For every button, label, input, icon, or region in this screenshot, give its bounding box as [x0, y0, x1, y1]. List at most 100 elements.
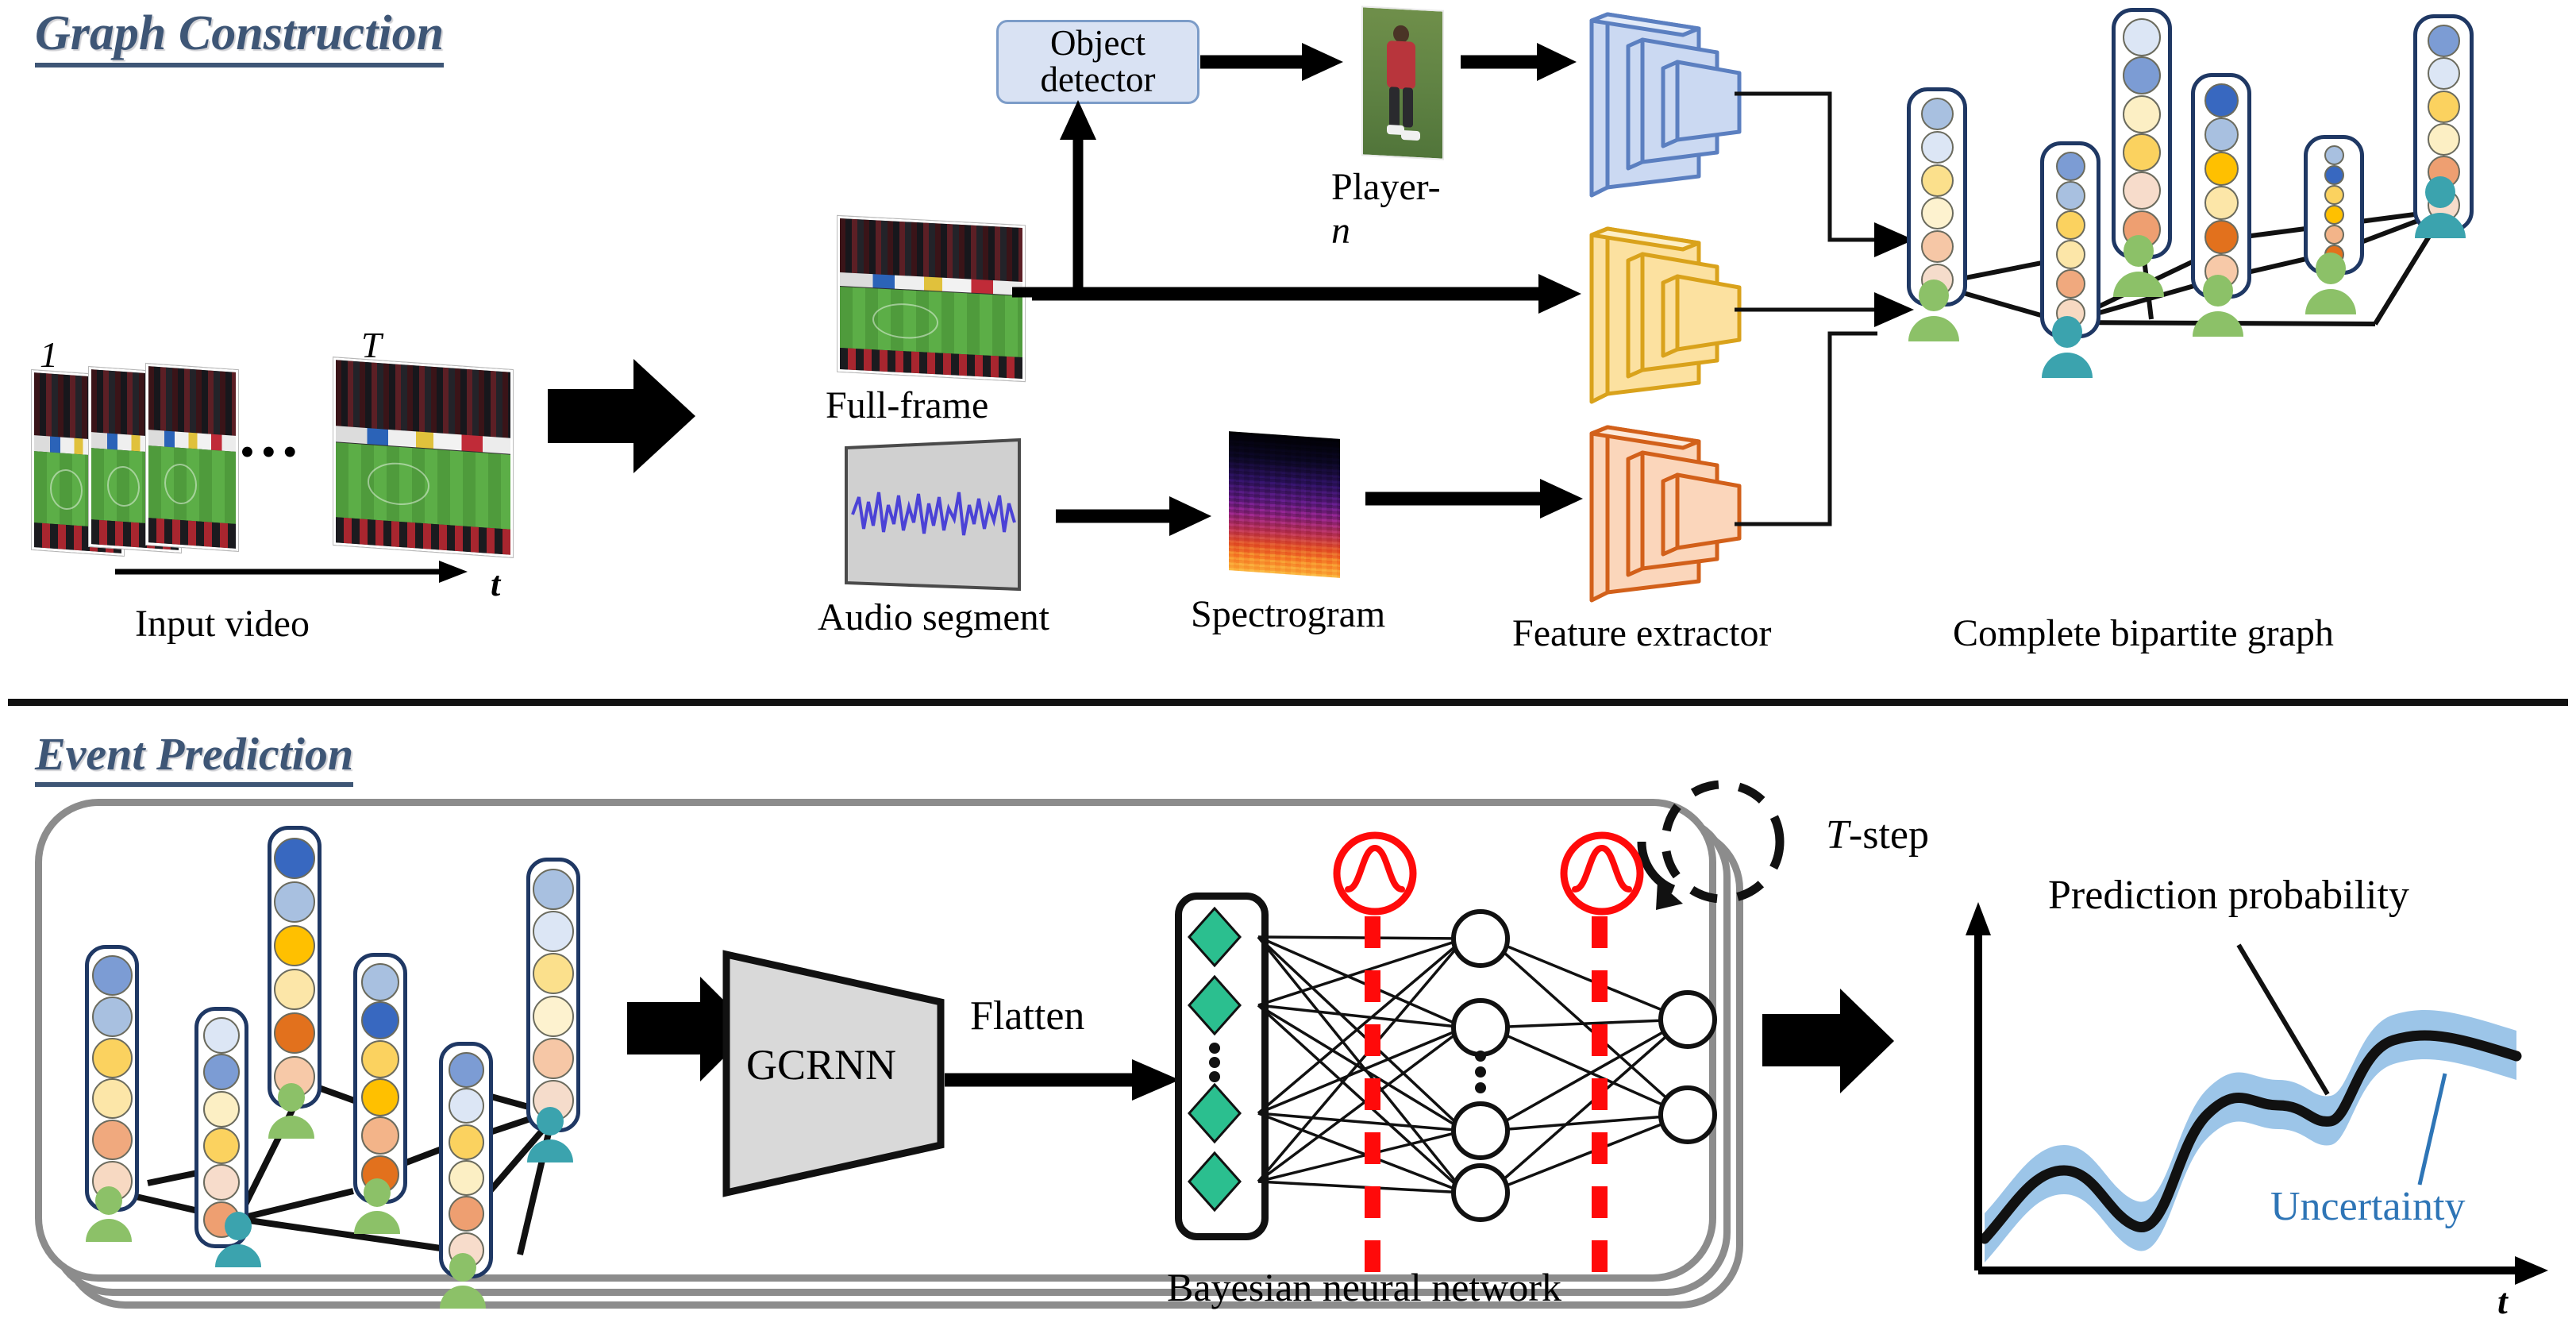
node-vector-1[interactable] — [1907, 87, 1967, 307]
video-frame-3 — [146, 363, 238, 552]
node-feature-dot — [91, 1119, 133, 1160]
feature-extractor-label: Feature extractor — [1512, 612, 1772, 654]
node-vector-4[interactable] — [2191, 73, 2251, 299]
node-feature-dot — [2427, 25, 2460, 58]
node-feature-dot — [1920, 130, 1954, 164]
person-icon-teal-2 — [2415, 176, 2466, 238]
node-feature-dot — [203, 1054, 240, 1091]
arrow-player-to-cnn-blue — [1461, 43, 1577, 81]
node-feature-dot — [2055, 240, 2085, 269]
node-feature-dot — [2427, 123, 2460, 156]
arrow-detector-to-player — [1200, 43, 1343, 81]
node-feature-dot — [2123, 56, 2161, 95]
arrow-flatten — [945, 1059, 1180, 1101]
node-feature-dot — [2055, 181, 2085, 210]
node-vector-5[interactable] — [2304, 135, 2364, 275]
event-node-vector-2[interactable] — [194, 1007, 248, 1248]
section-divider — [8, 699, 2568, 706]
player-crop-image — [1361, 6, 1444, 160]
node-feature-dot — [361, 1001, 399, 1040]
cnn-orange-icon — [1589, 425, 1742, 603]
full-frame-image — [837, 215, 1025, 382]
event-person-icon-green-2 — [268, 1083, 314, 1139]
cnn-blue-icon — [1589, 12, 1742, 198]
event-node-vector-5[interactable] — [439, 1042, 493, 1278]
event-person-icon-green-1 — [86, 1186, 132, 1242]
event-person-icon-green-3 — [354, 1178, 400, 1234]
frame-index-last: T — [361, 325, 382, 365]
node-feature-dot — [2204, 186, 2239, 220]
time-axis-label-top: t — [491, 565, 501, 603]
node-feature-dot — [448, 1196, 484, 1232]
arrow-video-to-frame — [548, 359, 695, 473]
node-feature-dot — [361, 1116, 399, 1155]
node-feature-dot — [448, 1160, 484, 1197]
event-node-vector-4[interactable] — [353, 953, 407, 1204]
node-feature-dot — [448, 1124, 484, 1160]
node-feature-dot — [2123, 94, 2161, 133]
node-feature-dot — [2055, 152, 2085, 181]
gcrnn-block — [722, 950, 945, 1197]
arrow-bnn-to-chart — [1762, 989, 1894, 1093]
arrow-frame-to-detector — [1060, 100, 1096, 294]
node-feature-dot — [448, 1088, 484, 1124]
node-feature-dot — [91, 996, 133, 1037]
node-feature-dot — [361, 1078, 399, 1117]
node-feature-dot — [203, 1090, 240, 1128]
time-axis-arrow — [115, 561, 468, 583]
node-feature-dot — [2055, 210, 2085, 240]
event-person-icon-green-4 — [440, 1253, 486, 1309]
event-graph — [44, 826, 615, 1309]
node-feature-dot — [274, 837, 315, 879]
video-frame-T — [333, 357, 513, 557]
arrow-fullframe-to-cnn-yellow — [1032, 274, 1581, 314]
node-feature-dot — [533, 953, 574, 995]
uncertainty-band — [1985, 1009, 2516, 1263]
node-feature-dot — [2427, 57, 2460, 91]
person-icon-green-2 — [2113, 235, 2164, 297]
t-step-label-suffix: -step — [1848, 812, 1930, 858]
audio-segment-group: Audio segment — [818, 437, 1049, 638]
arrow-graph-to-gcrnn — [627, 977, 753, 1081]
event-person-icon-teal-2 — [527, 1107, 573, 1162]
node-feature-dot — [1920, 98, 1954, 131]
t-step-loop-icon — [1637, 780, 1785, 910]
cnn-to-graph-connectors — [1735, 91, 1914, 526]
node-feature-dot — [274, 924, 315, 966]
bnn-output-layer — [1658, 990, 1717, 1144]
bnn-hidden-layer — [1451, 909, 1510, 1222]
graph-construction-title: Graph Construction — [35, 7, 445, 68]
event-node-vector-1[interactable] — [85, 945, 139, 1212]
event-person-icon-teal-1 — [215, 1212, 261, 1267]
node-feature-dot — [2123, 18, 2161, 57]
node-feature-dot — [533, 995, 574, 1037]
node-feature-dot — [1920, 229, 1954, 263]
node-feature-dot — [2324, 225, 2344, 245]
object-detector-box[interactable]: Object detector — [996, 20, 1199, 104]
t-step-label-prefix: T — [1826, 812, 1849, 858]
node-vector-2[interactable] — [2040, 141, 2100, 338]
node-feature-dot — [2204, 118, 2239, 152]
node-feature-dot — [533, 868, 574, 910]
bnn-input-diamonds — [1187, 906, 1242, 1213]
node-feature-dot — [533, 1037, 574, 1079]
event-prediction-title: Event Prediction — [35, 730, 354, 787]
node-feature-dot — [91, 955, 133, 997]
node-feature-dot — [91, 1078, 133, 1120]
gcrnn-label: GCRNN — [746, 1041, 897, 1089]
event-node-vector-6[interactable] — [526, 858, 580, 1132]
node-feature-dot — [2324, 145, 2344, 165]
ellipsis-frames: ••• — [240, 428, 304, 476]
node-feature-dot — [2123, 133, 2161, 172]
event-node-vector-3[interactable] — [268, 826, 322, 1108]
audio-segment-label: Audio segment — [818, 596, 1049, 638]
spectrogram-texture — [1229, 431, 1340, 578]
node-feature-dot — [2204, 83, 2239, 118]
arrow-spectrogram-to-cnn-orange — [1365, 479, 1583, 519]
x-axis-arrowhead — [2515, 1256, 2548, 1285]
node-vector-3[interactable] — [2112, 8, 2172, 259]
bnn-label: Bayesian neural network — [1167, 1265, 1562, 1309]
node-feature-dot — [361, 963, 399, 1002]
uncertainty-leader-line — [2417, 1073, 2447, 1186]
dropout-line-2 — [1592, 916, 1608, 1274]
